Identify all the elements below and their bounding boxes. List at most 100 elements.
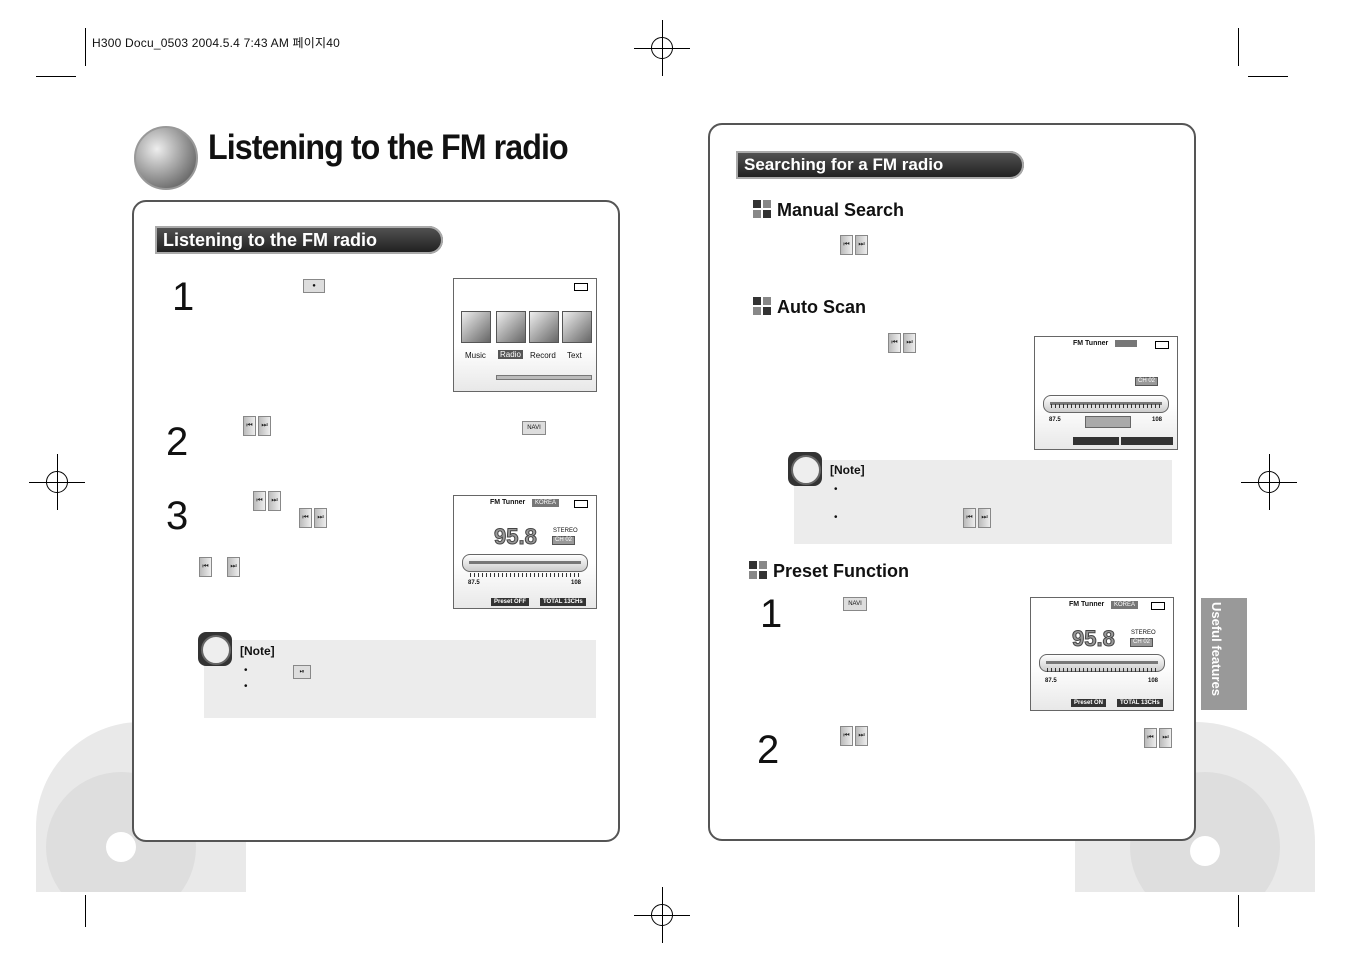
channel-badge: CH 02 <box>552 536 576 545</box>
footer-bar <box>1121 437 1173 445</box>
skip-buttons-icon: ⏮⏭ <box>963 508 991 528</box>
skip-buttons-icon: ⏮⏭ <box>199 557 240 577</box>
skip-buttons-icon: ⏮⏭ <box>840 726 868 746</box>
music-icon <box>461 311 491 343</box>
menu-label: Text <box>567 351 582 360</box>
crop-mark <box>1248 76 1288 77</box>
registration-mark <box>634 20 690 76</box>
step-number: 1 <box>172 275 195 319</box>
note-icon <box>198 632 232 666</box>
region-tag: KOREA <box>1111 601 1139 609</box>
region-tag: KOREA <box>532 499 560 507</box>
menu-label-selected: Radio <box>498 350 523 359</box>
skip-buttons-icon: ⏮⏭ <box>1144 728 1172 748</box>
tuning-ticks <box>1051 404 1161 408</box>
crop-mark <box>85 895 86 927</box>
step-number: 2 <box>166 420 189 464</box>
min-frequency: 87.5 <box>468 580 480 586</box>
preset-status: Preset OFF <box>491 598 530 606</box>
auto-scan-screen: FM Tunner CH 02 87.5 108 <box>1034 336 1178 450</box>
scan-popup <box>1085 416 1131 428</box>
windows-icon <box>753 297 771 315</box>
auto-scan-label: Auto Scan <box>777 297 867 317</box>
stereo-label: STEREO <box>553 528 578 534</box>
min-frequency: 87.5 <box>1045 678 1057 684</box>
note-bullet: • <box>244 665 248 676</box>
skip-buttons-icon: ⏮⏭ <box>299 508 327 528</box>
text-icon <box>562 311 592 343</box>
navi-key-icon: NAVI <box>522 421 546 435</box>
min-frequency: 87.5 <box>1049 417 1061 423</box>
battery-icon <box>1155 341 1169 349</box>
auto-scan-heading: Auto Scan <box>753 297 866 318</box>
note-bullet: • <box>244 681 248 692</box>
tuner-screen: FM Tunner KOREA 95.8 STEREO CH 02 87.5 1… <box>453 495 597 609</box>
registration-mark <box>29 454 85 510</box>
radio-icon <box>496 311 526 343</box>
frequency-display: 95.8 <box>1072 626 1116 652</box>
tuning-ticks <box>470 573 580 577</box>
crop-mark <box>1238 895 1239 927</box>
tuning-bar <box>462 554 588 572</box>
progress-track <box>496 375 592 380</box>
footer-bar <box>1073 437 1119 445</box>
note-box <box>204 640 596 718</box>
section-pill-left: Listening to the FM radio <box>155 226 443 254</box>
total-channels: TOTAL 13CHs <box>540 598 586 606</box>
note-bullet: • <box>834 512 838 523</box>
navi-key-icon: NAVI <box>843 597 867 611</box>
scan-indicator <box>1115 340 1137 347</box>
tuner-title: FM Tunner <box>1069 601 1105 608</box>
battery-icon <box>574 283 588 291</box>
registration-mark <box>1241 454 1297 510</box>
max-frequency: 108 <box>571 580 582 586</box>
skip-buttons-icon: ⏮⏭ <box>840 235 868 255</box>
battery-icon <box>574 500 588 508</box>
record-key-icon: ● <box>303 279 325 293</box>
note-icon <box>788 452 822 486</box>
windows-icon <box>749 561 767 579</box>
preset-function-heading: Preset Function <box>749 561 909 582</box>
windows-icon <box>753 200 771 218</box>
tuning-ticks <box>1047 668 1157 672</box>
step-number: 1 <box>760 592 783 636</box>
preset-status: Preset ON <box>1071 699 1107 707</box>
crop-mark <box>85 28 86 66</box>
registration-mark <box>634 887 690 943</box>
battery-icon <box>1151 602 1165 610</box>
step-number: 3 <box>166 494 189 538</box>
max-frequency: 108 <box>1148 678 1159 684</box>
step-number: 2 <box>757 728 780 772</box>
manual-search-label: Manual Search <box>777 200 905 220</box>
manual-search-heading: Manual Search <box>753 200 904 221</box>
page-title: Listening to the FM radio <box>208 128 569 167</box>
tuner-title: FM Tunner <box>1073 340 1109 347</box>
skip-buttons-icon: ⏮⏭ <box>888 333 916 353</box>
max-frequency: 108 <box>1152 417 1163 423</box>
note-title: [Note] <box>830 463 865 477</box>
menu-label: Music <box>465 351 486 360</box>
note-bullet: • <box>834 484 838 495</box>
channel-badge: CH 02 <box>1130 638 1154 647</box>
note-box <box>794 460 1172 544</box>
print-header: H300 Docu_0503 2004.5.4 7:43 AM 페이지40 <box>92 36 341 50</box>
frequency-display: 95.8 <box>494 524 538 550</box>
note-title: [Note] <box>240 644 275 658</box>
stereo-label: STEREO <box>1131 630 1156 636</box>
menu-label: Record <box>530 351 556 360</box>
preset-function-label: Preset Function <box>773 561 910 581</box>
crop-mark <box>36 76 76 77</box>
preset-screen: FM Tunner KOREA 95.8 STEREO CH 02 87.5 1… <box>1030 597 1174 711</box>
radio-title-icon <box>134 126 198 190</box>
total-channels: TOTAL 13CHs <box>1117 699 1163 707</box>
skip-buttons-icon: ⏮⏭ <box>253 491 281 511</box>
skip-buttons-icon: ⏮⏭ <box>243 416 271 436</box>
play-pause-key-icon: ⏯ <box>293 665 311 679</box>
crop-mark <box>1238 28 1239 66</box>
record-icon <box>529 311 559 343</box>
side-tab-label: Useful features <box>1209 602 1224 696</box>
tuner-title: FM Tunner <box>490 499 526 506</box>
menu-screen: Music Radio Record Text <box>453 278 597 392</box>
section-side-tab: Useful features <box>1201 598 1247 710</box>
channel-badge: CH 02 <box>1135 377 1159 386</box>
